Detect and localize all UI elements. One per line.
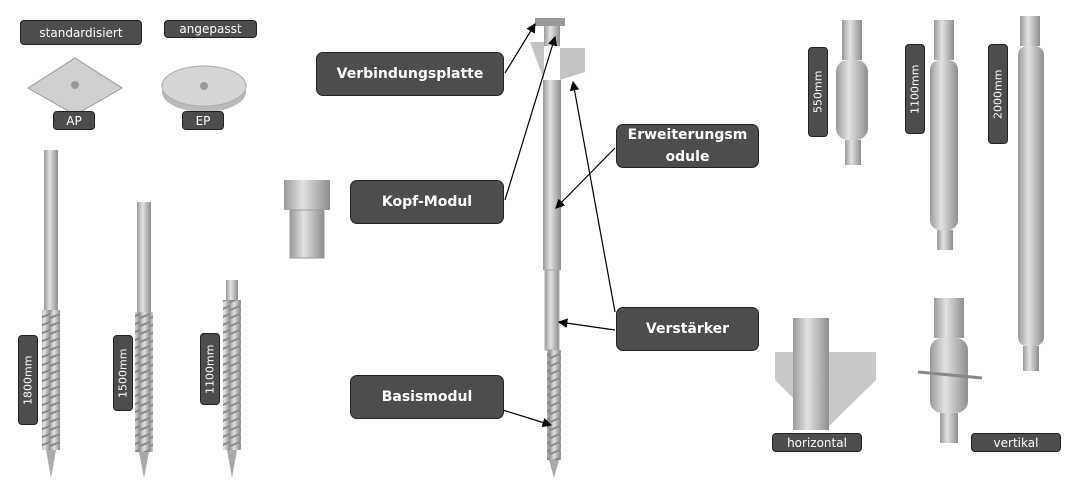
length-label-1100: 1100mm [200,333,220,405]
extension-label-550: 550mm [808,47,828,137]
assembled-pile [530,18,585,478]
base-pile-1500 [135,202,153,478]
vertical-label: vertikal [971,433,1061,452]
standardized-label: standardisiert [20,20,142,45]
ap-plate-image [27,57,123,116]
callout-erweiterungsmodule: Erweiterungsmodule [616,124,759,168]
extension-label-1100: 1100mm [905,44,925,134]
reinforcer-vertical-image [917,298,983,443]
callout-basismodul: Basismodul [350,375,504,419]
base-pile-1800 [42,150,60,478]
callout-kopf-modul: Kopf-Modul [350,180,504,224]
ap-label: AP [53,111,95,130]
ep-label: EP [182,111,224,130]
base-pile-1100 [223,280,241,478]
callout-arrows [479,22,616,428]
horizontal-label: horizontal [772,433,862,452]
length-label-1500: 1500mm [113,335,133,411]
callout-verstaerker: Verstärker [616,307,759,351]
extension-1100 [930,20,958,250]
extension-label-2000: 2000mm [988,44,1008,144]
head-module-image [284,180,330,259]
ep-plate-image [161,65,247,112]
callout-verbindungsplatte: Verbindungsplatte [316,52,504,96]
reinforcer-horizontal-image [775,318,876,430]
extension-2000 [1018,16,1044,371]
custom-label: angepasst [164,20,257,38]
length-label-1800: 1800mm [18,335,38,425]
extension-550 [836,20,868,165]
